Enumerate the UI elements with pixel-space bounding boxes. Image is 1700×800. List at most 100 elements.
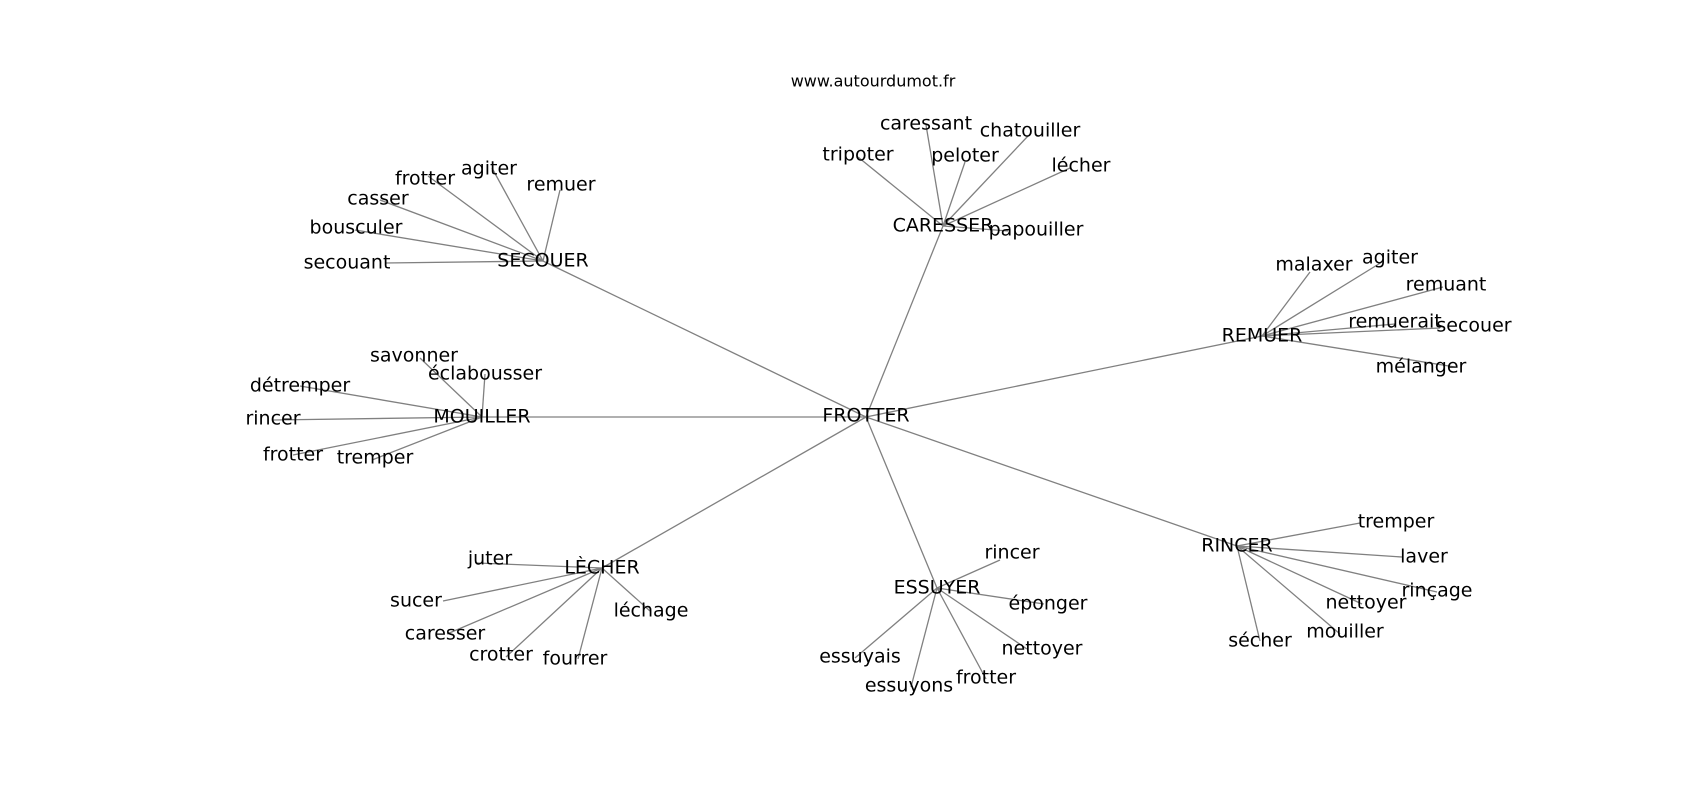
leaf-word[interactable]: léchage — [614, 600, 689, 622]
edge-caresser-leaf — [942, 161, 966, 227]
leaf-word[interactable]: détremper — [250, 375, 351, 397]
edge-remuer-leaf — [1261, 323, 1396, 337]
edge-lecher-leaf — [601, 567, 651, 612]
edge-essuyer-leaf — [936, 587, 987, 680]
leaf-word[interactable]: secouant — [304, 252, 391, 274]
edge-lecher-leaf — [577, 567, 603, 660]
site-credit: www.autourdumot.fr — [791, 72, 956, 91]
hub-word-remuer[interactable]: REMUER — [1222, 325, 1303, 347]
edge-rincer-leaf — [1236, 545, 1341, 635]
leaf-word[interactable]: mélanger — [1376, 356, 1467, 378]
edge-essuyer-leaf — [936, 587, 1028, 650]
edge-rincer-leaf — [1236, 545, 1438, 593]
leaf-word[interactable]: rincer — [245, 408, 300, 430]
leaf-word[interactable]: crotter — [469, 644, 533, 666]
edge-center-secouer — [542, 260, 867, 418]
leaf-word[interactable]: agiter — [461, 158, 517, 180]
leaf-word[interactable]: nettoyer — [1325, 592, 1406, 614]
hub-word-rincer[interactable]: RINCER — [1201, 535, 1273, 557]
leaf-word[interactable]: tremper — [1358, 511, 1435, 533]
edge-center-lecher — [601, 416, 867, 569]
edge-essuyer-leaf — [936, 559, 1001, 589]
leaf-word[interactable]: caresser — [405, 623, 486, 645]
edge-mouiller-leaf — [371, 416, 483, 461]
leaf-word[interactable]: sécher — [1228, 630, 1292, 652]
hub-word-caresser[interactable]: CARESSER — [893, 215, 994, 237]
leaf-word[interactable]: nettoyer — [1001, 638, 1082, 660]
edge-remuer-leaf — [1261, 335, 1456, 368]
leaf-word[interactable]: essuyons — [865, 675, 953, 697]
leaf-word[interactable]: remuerait — [1348, 311, 1442, 333]
edge-rincer-leaf — [1236, 545, 1403, 558]
edge-secouer-leaf — [542, 189, 561, 262]
leaf-word[interactable]: éclabousser — [428, 363, 542, 385]
leaf-word[interactable]: chatouiller — [980, 120, 1081, 142]
edge-essuyer-leaf — [854, 587, 938, 659]
leaf-word[interactable]: peloter — [931, 145, 999, 167]
leaf-word[interactable]: éponger — [1009, 593, 1088, 615]
leaf-word[interactable]: rinçage — [1402, 580, 1473, 602]
edge-secouer-leaf — [354, 229, 544, 262]
leaf-word[interactable]: essuyais — [819, 646, 901, 668]
edge-mouiller-leaf — [292, 416, 483, 456]
edge-remuer-leaf — [1261, 327, 1441, 337]
edge-caresser-leaf — [942, 225, 1009, 232]
edge-lecher-leaf — [476, 562, 603, 569]
edge-secouer-leaf — [379, 199, 544, 262]
edge-mouiller-leaf — [299, 385, 483, 418]
edge-center-essuyer — [865, 416, 938, 589]
edge-essuyer-leaf — [936, 587, 1045, 605]
leaf-word[interactable]: juter — [467, 548, 512, 570]
hub-word-lecher[interactable]: LÈCHER — [564, 556, 639, 579]
hub-word-essuyer[interactable]: ESSUYER — [894, 577, 981, 599]
leaf-word[interactable]: tripoter — [822, 144, 893, 166]
edge-center-rincer — [865, 416, 1238, 547]
leaf-word[interactable]: remuant — [1406, 274, 1487, 296]
edges-layer — [272, 124, 1456, 688]
center-word[interactable]: FROTTER — [822, 405, 909, 427]
edge-lecher-leaf — [505, 567, 603, 658]
edge-caresser-leaf — [942, 135, 1029, 227]
leaf-word[interactable]: frotter — [395, 168, 455, 190]
edge-rincer-leaf — [1236, 545, 1261, 642]
leaf-word[interactable]: laver — [1400, 546, 1448, 568]
leaf-word[interactable]: agiter — [1362, 247, 1418, 269]
leaf-word[interactable]: papouiller — [989, 219, 1084, 241]
leaf-word[interactable]: frotter — [956, 667, 1016, 689]
edge-secouer-leaf — [384, 260, 544, 264]
leaf-word[interactable]: remuer — [526, 174, 595, 196]
leaf-word[interactable]: mouiller — [1306, 621, 1384, 643]
leaf-word[interactable]: fourrer — [543, 648, 608, 670]
leaf-word[interactable]: frotter — [263, 444, 323, 466]
edge-remuer-leaf — [1261, 271, 1311, 337]
leaf-word[interactable]: rincer — [984, 542, 1039, 564]
edge-caresser-leaf — [925, 124, 944, 227]
leaf-word[interactable]: caressant — [880, 113, 972, 135]
leaf-word[interactable]: bousculer — [310, 217, 403, 239]
edge-mouiller-leaf — [272, 416, 483, 421]
leaf-word[interactable]: tremper — [337, 447, 414, 469]
edge-caresser-leaf — [942, 167, 1071, 227]
edge-remuer-leaf — [1261, 286, 1444, 337]
leaf-word[interactable]: lécher — [1052, 155, 1111, 177]
edge-lecher-leaf — [442, 567, 603, 602]
leaf-word[interactable]: secouer — [1436, 315, 1511, 337]
leaf-word[interactable]: malaxer — [1275, 254, 1352, 276]
labels-layer: www.autourdumot.fr FROTTER frotter agiter… — [245, 72, 1511, 697]
leaf-word[interactable]: sucer — [390, 590, 442, 612]
edge-secouer-leaf — [427, 175, 544, 262]
edge-center-remuer — [865, 335, 1263, 418]
edge-mouiller-leaf — [419, 357, 483, 418]
edge-essuyer-leaf — [910, 587, 938, 688]
hub-word-secouer[interactable]: SECOUER — [497, 250, 588, 272]
edge-remuer-leaf — [1261, 261, 1383, 337]
hub-word-mouiller[interactable]: MOUILLER — [433, 406, 530, 428]
edge-rincer-leaf — [1236, 545, 1363, 605]
leaf-word[interactable]: casser — [347, 188, 409, 210]
edge-lecher-leaf — [446, 567, 603, 635]
leaf-word[interactable]: savonner — [370, 345, 458, 367]
edge-secouer-leaf — [491, 167, 544, 262]
edge-center-caresser — [865, 225, 944, 418]
